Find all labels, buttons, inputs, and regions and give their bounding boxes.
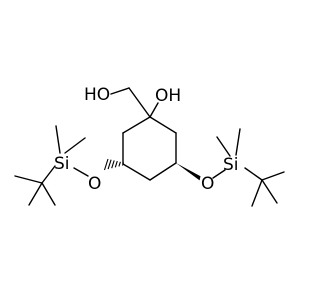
ring-bond-c4-c5 [122,163,151,181]
bond-si-methyl-up-right [64,137,86,154]
bond-si-methyl-up-left [55,125,61,154]
bond-tbu-left-methyl-1 [14,175,43,184]
bond-o-si-right [212,169,226,179]
bond-si-methyl-up-left [216,136,231,157]
label-hydroxymethyl-ho: HO [84,85,110,105]
bond-ch2-oh [110,87,130,95]
bond-tbu-right-methyl-3 [261,179,278,204]
bond-c1-ch2 [128,87,151,118]
bond-c1-oh [149,102,159,118]
bond-tbu-right-methyl-1 [261,171,285,181]
bond-o-si-left [73,167,89,177]
ring-bond-c1-c2 [149,116,177,134]
quaternary-substituents [110,87,159,118]
label-silicon-left: Si [54,154,70,174]
label-oxygen-right: O [201,174,214,194]
bond-tbu-left-methyl-2 [28,182,43,206]
solid-wedge-right [176,163,201,181]
bond-tbu-right-methyl-2 [251,179,263,207]
right-silyl-group [212,128,285,207]
hashed-wedge-left [103,158,125,171]
atom-labels: HO OH O O Si Si [54,85,239,194]
hash-line [107,159,112,170]
bond-si-tbu-right [244,167,263,181]
hash-line [103,158,109,171]
label-silicon-right: Si [223,155,239,175]
ring-bond-c3-c4 [149,162,177,181]
label-oxygen-left: O [88,174,101,194]
left-silyl-group [14,125,89,206]
hash-line [111,160,115,169]
molecule-structure-diagram: HO OH O O Si Si [14,85,285,207]
bond-tbu-left-methyl-3 [41,182,56,206]
hash-line [118,161,121,167]
label-hydroxyl-oh: OH [155,86,181,106]
hash-line [121,162,125,166]
ring-bond-c6-c1 [122,116,151,134]
cyclohexane-ring [122,116,177,181]
bond-si-methyl-up-right [235,128,241,156]
hash-line [114,160,118,168]
bond-si-tbu-left [41,165,56,184]
